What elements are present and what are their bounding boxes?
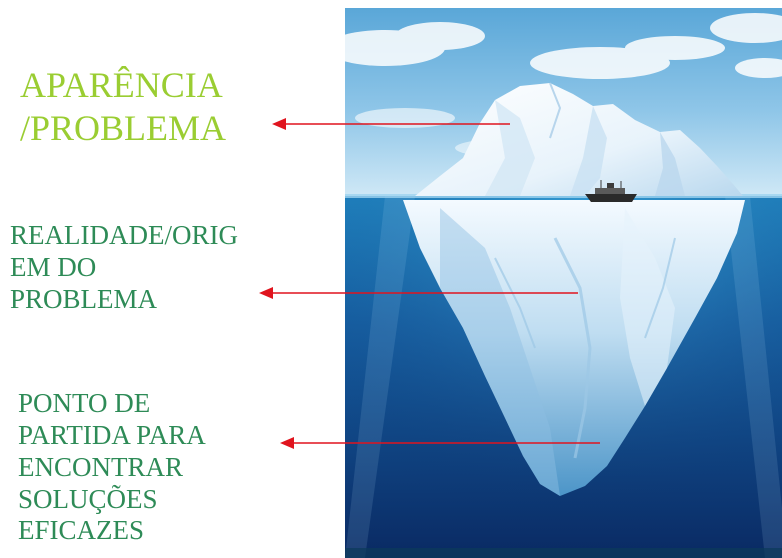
iceberg-illustration (345, 8, 782, 558)
label-appearance-problem: APARÊNCIA /PROBLEMA (20, 65, 227, 149)
iceberg-icon (403, 82, 745, 496)
label-reality-origin-of-problem: REALIDADE/ORIG EM DO PROBLEMA (10, 220, 238, 314)
label-starting-point-solutions: PONTO DE PARTIDA PARA ENCONTRAR SOLUÇÕES… (18, 388, 206, 546)
ship-icon (585, 180, 637, 202)
